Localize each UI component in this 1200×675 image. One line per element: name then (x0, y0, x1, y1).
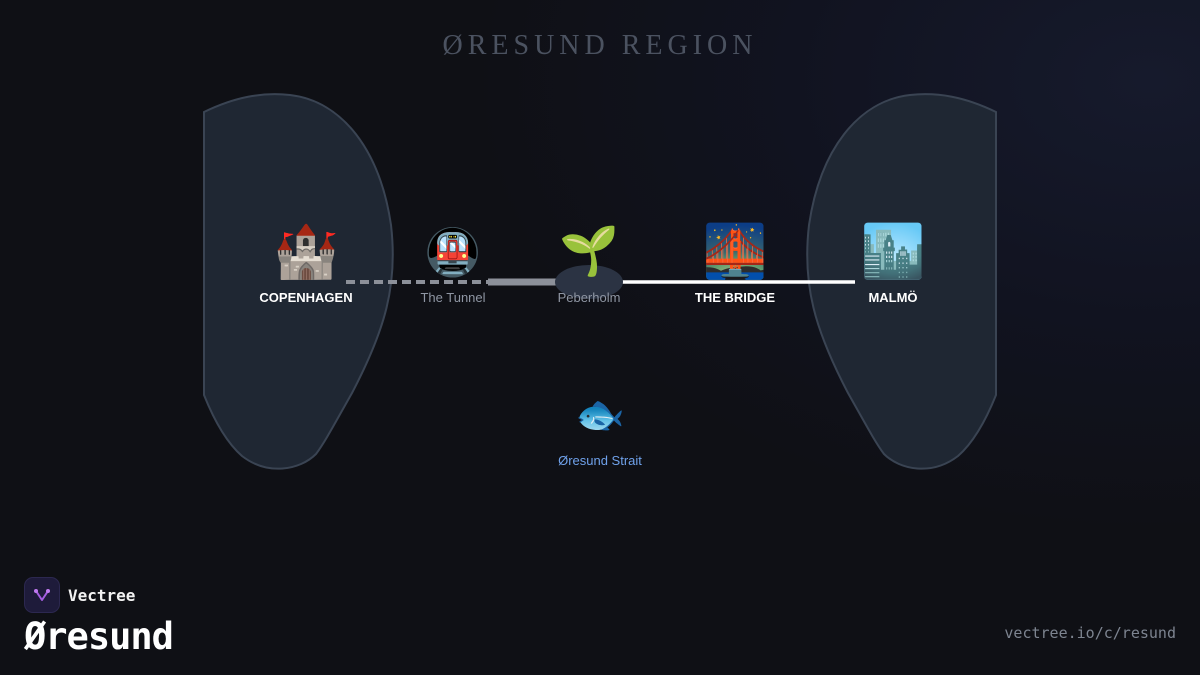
node-malmo[interactable]: 🏙️ MALMÖ (861, 222, 926, 305)
diagram-title: ØRESUND REGION (442, 30, 758, 61)
swedish-coast-landmass (806, 93, 997, 470)
node-label-peberholm: Peberholm (557, 290, 621, 305)
castle-icon: 🏰 (273, 223, 339, 281)
brand-block: Vectree Øresund (24, 577, 174, 658)
node-strait[interactable]: 🐟 Øresund Strait (558, 385, 642, 468)
fish-icon: 🐟 (575, 393, 625, 437)
node-label-bridge: THE BRIDGE (694, 290, 776, 305)
danish-coast-landmass (203, 93, 394, 470)
vectree-logo-icon (24, 577, 60, 613)
node-peberholm[interactable]: 🌱 Peberholm (558, 222, 621, 305)
brand-name: Vectree (68, 585, 136, 605)
node-label-malmo: MALMÖ (868, 290, 918, 305)
product-title: Øresund (24, 615, 174, 658)
node-tunnel[interactable]: 🚇 The Tunnel (420, 222, 485, 305)
node-copenhagen[interactable]: 🏰 COPENHAGEN (259, 222, 352, 305)
metro-icon: 🚇 (424, 226, 482, 278)
node-label-tunnel: The Tunnel (420, 290, 486, 305)
node-label-copenhagen: COPENHAGEN (259, 290, 353, 305)
seedling-icon: 🌱 (559, 225, 619, 278)
cityscape-icon: 🏙️ (860, 223, 926, 281)
node-bridge[interactable]: 🌉 THE BRIDGE (695, 222, 775, 305)
peberholm-island (555, 265, 623, 299)
node-label-strait: Øresund Strait (558, 453, 642, 468)
bridge-at-night-icon: 🌉 (702, 223, 768, 281)
footer-url[interactable]: vectree.io/c/resund (1004, 624, 1176, 642)
